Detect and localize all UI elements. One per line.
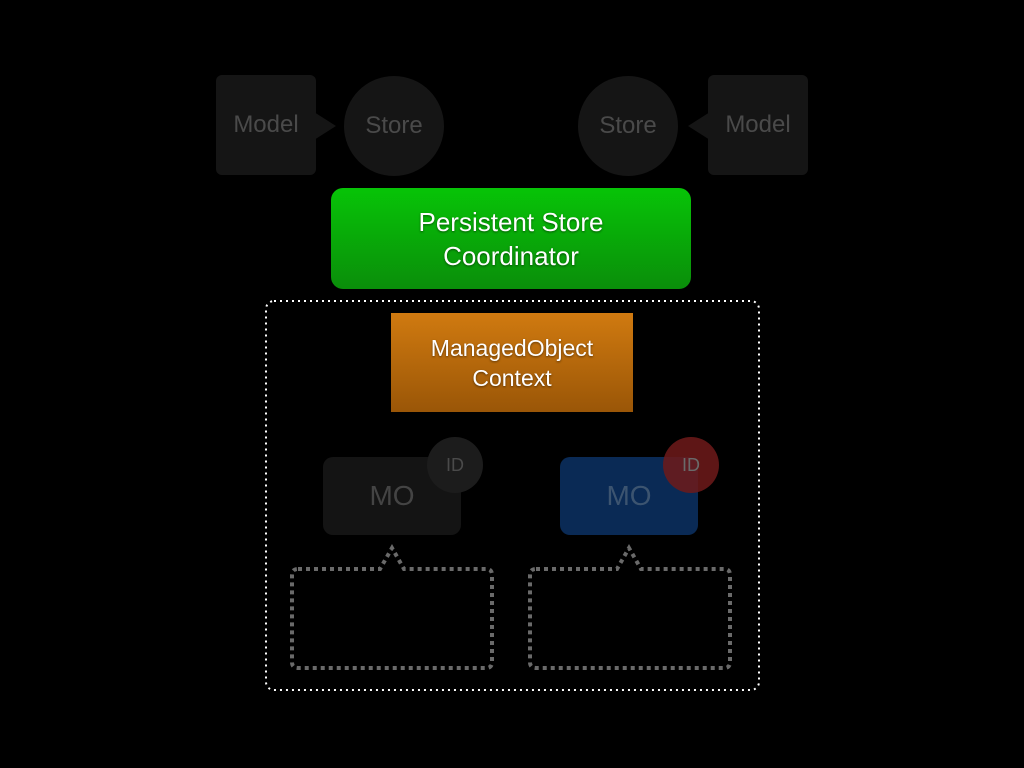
managed-object-context: ManagedObject Context bbox=[391, 313, 633, 412]
mo-label-left: MO bbox=[369, 480, 415, 511]
store-circle-right: Store bbox=[578, 76, 678, 176]
model-label-right: Model bbox=[725, 111, 791, 138]
id-label-right: ID bbox=[682, 454, 700, 475]
persistent-store-coordinator: Persistent Store Coordinator bbox=[331, 188, 691, 289]
id-label-left: ID bbox=[446, 454, 464, 475]
coordinator-line1: Persistent Store bbox=[418, 206, 604, 237]
id-badge-left: ID bbox=[427, 437, 483, 493]
arrow-left-to-store bbox=[314, 112, 336, 140]
id-badge-right: ID bbox=[663, 437, 719, 493]
callout-right bbox=[528, 543, 732, 670]
model-box-right: Model bbox=[708, 75, 808, 175]
store-circle-left: Store bbox=[344, 76, 444, 176]
mo-label-right: MO bbox=[606, 480, 652, 511]
coordinator-line2: Coordinator bbox=[443, 240, 579, 271]
callout-left bbox=[290, 543, 494, 670]
context-line1: ManagedObject bbox=[430, 334, 594, 361]
model-label-left: Model bbox=[233, 111, 299, 138]
store-label-right: Store bbox=[599, 112, 657, 139]
arrow-right-to-store bbox=[688, 112, 710, 140]
model-box-left: Model bbox=[216, 75, 316, 175]
context-line2: Context bbox=[472, 364, 552, 391]
store-label-left: Store bbox=[365, 112, 423, 139]
